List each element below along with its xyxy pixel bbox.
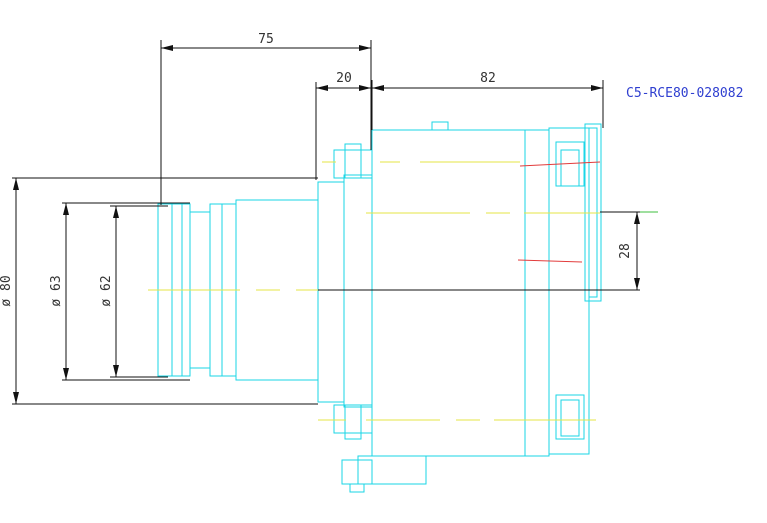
centerlines bbox=[148, 161, 600, 421]
dim-diameter-80: ø 80 bbox=[0, 275, 14, 306]
dimension-lines bbox=[12, 40, 640, 405]
part-number: C5-RCE80-028082 bbox=[626, 86, 743, 101]
hidden-lines bbox=[517, 161, 601, 263]
dim-diameter-63: ø 63 bbox=[49, 275, 64, 306]
dim-diameter-62: ø 62 bbox=[99, 275, 114, 306]
dim-offset: 28 bbox=[618, 243, 633, 259]
dim-flange-length: 20 bbox=[336, 71, 352, 86]
dim-body-length: 82 bbox=[480, 71, 496, 86]
dim-overall-length: 75 bbox=[258, 32, 274, 47]
